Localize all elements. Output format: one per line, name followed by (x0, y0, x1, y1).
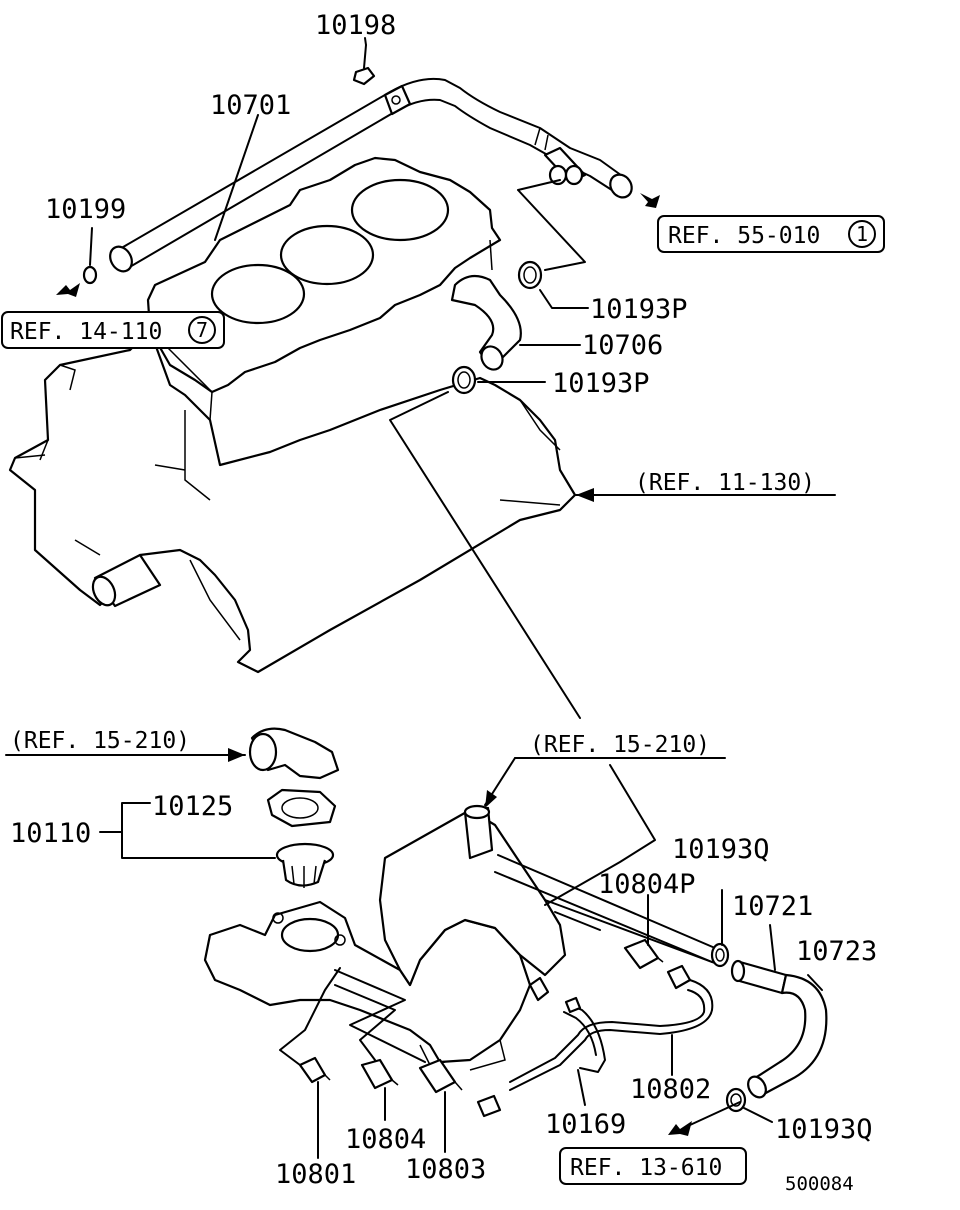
ref-circled-7: 7 (196, 318, 208, 342)
label-10804: 10804 (345, 1124, 426, 1155)
leader-lines-lower (279, 889, 823, 1159)
ref-box-55-010: REF. 55-010 1 (657, 215, 885, 253)
label-10803: 10803 (405, 1154, 486, 1185)
label-10193P-lower: 10193P (552, 368, 650, 399)
thermostat-10110 (275, 842, 335, 888)
sensor-10801 (298, 1056, 331, 1084)
hose-10721 (730, 959, 788, 995)
ref-text-11-130: (REF. 11-130) (635, 470, 815, 496)
label-10701: 10701 (210, 90, 291, 121)
label-10193P-upper: 10193P (590, 294, 688, 325)
label-10802: 10802 (630, 1074, 711, 1105)
ref-text-13-610: REF. 13-610 (570, 1155, 722, 1181)
water-pipe-10701 (109, 77, 633, 273)
label-10193Q-upper: 10193Q (672, 834, 770, 865)
label-10804P: 10804P (598, 869, 696, 900)
drawing-code: 500084 (785, 1173, 854, 1195)
label-10706: 10706 (582, 330, 663, 361)
ref-text-15-210-left: (REF. 15-210) (10, 728, 190, 754)
engine-block-drawing (8, 156, 577, 674)
clamp-10193Q-upper (710, 942, 730, 968)
ref-circled-1: 1 (856, 222, 868, 246)
ref-text-15-210-right: (REF. 15-210) (530, 732, 710, 758)
sensor-10803 (418, 1058, 463, 1094)
water-outlet-fitting (203, 804, 567, 1071)
label-10169: 10169 (545, 1109, 626, 1140)
label-10125: 10125 (152, 791, 233, 822)
label-10198: 10198 (315, 10, 396, 41)
label-10199: 10199 (45, 194, 126, 225)
clamp-10193P-lower (451, 365, 477, 395)
gasket-10125 (266, 788, 337, 828)
bolt-10198 (352, 44, 376, 86)
leader-lines-upper (89, 37, 836, 719)
ref-box-14-110: REF. 14-110 7 (1, 311, 225, 349)
label-10801: 10801 (275, 1159, 356, 1190)
clamp-10193P-upper (517, 260, 543, 290)
ref-arrow-13-610 (668, 1121, 692, 1136)
label-10110: 10110 (10, 818, 91, 849)
hose-10723 (747, 973, 828, 1099)
sensor-10804P (476, 938, 714, 1118)
ref-text-55-010: REF. 55-010 (668, 223, 820, 249)
ref-arrow-14-110 (56, 283, 80, 297)
label-10193Q-lower: 10193Q (775, 1114, 873, 1145)
label-10721: 10721 (732, 891, 813, 922)
wiring-clip-10169 (563, 996, 606, 1073)
ref-box-13-610: REF. 13-610 (559, 1147, 747, 1185)
ref-arrow-55-010 (640, 193, 660, 208)
label-10723: 10723 (796, 936, 877, 967)
hose-10706 (450, 239, 522, 371)
sensor-10804 (360, 1058, 399, 1090)
ref-text-14-110: REF. 14-110 (10, 319, 162, 345)
o-ring-10199 (82, 265, 98, 285)
thermostat-housing (248, 727, 340, 780)
